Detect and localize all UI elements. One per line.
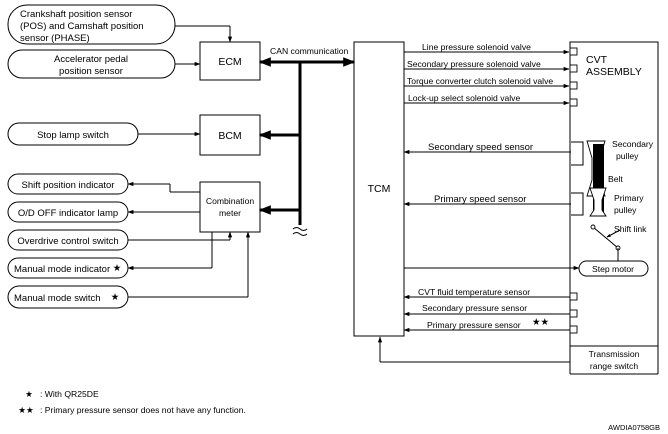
svg-text:Combination: Combination: [206, 196, 254, 206]
svg-text:ECM: ECM: [218, 56, 241, 68]
manual-mode-indicator: Manual mode indicator ★: [7, 257, 129, 279]
svg-text:: With QR25DE: : With QR25DE: [40, 389, 99, 399]
od-off-indicator-lamp: O/D OFF indicator lamp: [7, 201, 129, 223]
svg-text:Primary: Primary: [614, 193, 644, 203]
svg-text:Belt: Belt: [608, 174, 623, 184]
svg-text:O/D OFF indicator lamp: O/D OFF indicator lamp: [18, 208, 118, 219]
svg-text:Primary pressure sensor: Primary pressure sensor: [427, 320, 521, 330]
svg-text:Shift position indicator: Shift position indicator: [22, 180, 115, 191]
svg-text:CVT fluid temperature sensor: CVT fluid temperature sensor: [418, 287, 530, 297]
svg-text:Secondary pressure solenoid va: Secondary pressure solenoid valve: [407, 59, 541, 69]
svg-text:Manual mode switch: Manual mode switch: [14, 293, 101, 304]
svg-text:position sensor: position sensor: [59, 66, 123, 77]
can-bus: CAN communication: [258, 46, 356, 236]
svg-text:Primary speed sensor: Primary speed sensor: [434, 194, 526, 205]
stop-lamp-switch: Stop lamp switch: [7, 122, 139, 146]
svg-text:Manual mode indicator: Manual mode indicator: [14, 264, 110, 275]
star-mark: ★: [111, 292, 120, 303]
svg-text:Stop lamp switch: Stop lamp switch: [37, 130, 109, 141]
star-mark: ★: [113, 263, 122, 274]
svg-text:Accelerator pedal: Accelerator pedal: [54, 54, 128, 65]
bcm-module: BCM: [199, 114, 261, 156]
svg-text:pulley: pulley: [616, 151, 639, 161]
svg-text:Secondary pressure sensor: Secondary pressure sensor: [422, 303, 527, 313]
svg-text:★★: ★★: [18, 405, 34, 415]
svg-text:meter: meter: [219, 208, 241, 218]
crankshaft-camshaft-sensor: Crankshaft position sensor (POS) and Cam…: [7, 4, 176, 45]
svg-text:Lock-up select solenoid valve: Lock-up select solenoid valve: [408, 93, 520, 103]
combination-meter: Combination meter: [199, 181, 261, 233]
svg-text:Crankshaft position sensor: Crankshaft position sensor: [20, 9, 132, 20]
overdrive-control-switch: Overdrive control switch: [7, 229, 129, 251]
svg-text:Secondary: Secondary: [612, 139, 654, 149]
legend: ★ : With QR25DE ★★ : Primary pressure se…: [18, 389, 246, 415]
figure-code: AWDIA0758GB: [608, 423, 660, 432]
cvt-assembly: CVT ASSEMBLY Secondary pulley Belt Prima…: [569, 41, 659, 375]
svg-text:: Primary pressure sensor does: : Primary pressure sensor does not have …: [40, 405, 246, 415]
svg-text:Transmission: Transmission: [589, 349, 640, 359]
svg-text:Secondary speed sensor: Secondary speed sensor: [428, 142, 533, 153]
shift-position-indicator: Shift position indicator: [7, 173, 129, 195]
svg-text:Overdrive control switch: Overdrive control switch: [17, 236, 118, 247]
svg-text:CAN communication: CAN communication: [270, 46, 349, 56]
svg-text:TCM: TCM: [368, 183, 391, 195]
double-star-mark: ★★: [532, 317, 549, 328]
accelerator-pedal-sensor: Accelerator pedal position sensor: [7, 49, 176, 79]
svg-text:Torque converter clutch soleno: Torque converter clutch solenoid valve: [407, 76, 553, 86]
svg-text:Line pressure solenoid valve: Line pressure solenoid valve: [422, 42, 531, 52]
tcm-module: TCM: [353, 41, 405, 337]
svg-text:(POS) and Camshaft position: (POS) and Camshaft position: [20, 21, 144, 32]
svg-text:range switch: range switch: [590, 361, 638, 371]
svg-text:★: ★: [25, 389, 33, 399]
svg-text:pulley: pulley: [614, 205, 637, 215]
svg-text:Shift link: Shift link: [614, 224, 647, 234]
svg-text:CVT: CVT: [586, 54, 608, 66]
svg-text:sensor (PHASE): sensor (PHASE): [20, 33, 90, 44]
svg-text:Step motor: Step motor: [592, 264, 634, 274]
svg-text:BCM: BCM: [218, 130, 241, 142]
ecm-module: ECM: [199, 41, 261, 81]
manual-mode-switch: Manual mode switch ★: [7, 285, 129, 309]
svg-text:ASSEMBLY: ASSEMBLY: [586, 66, 642, 78]
